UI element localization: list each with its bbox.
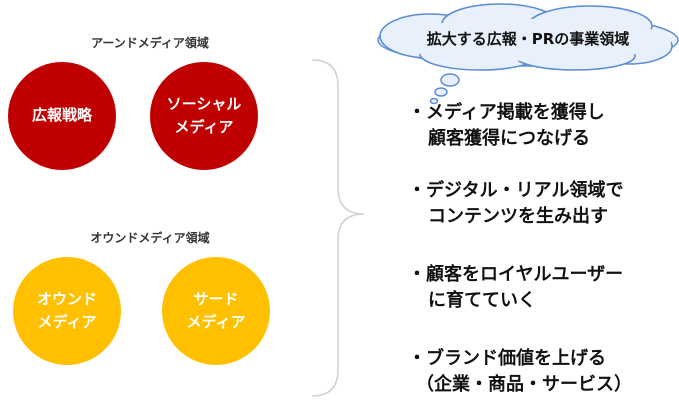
social-media-circle: ソーシャル メディア [150, 62, 258, 170]
bullet-item: ・デジタル・リアル領域で コンテンツを生み出す [408, 178, 623, 230]
pr-strategy-circle: 広報戦略 [8, 62, 116, 170]
curly-brace [311, 59, 365, 397]
third-media-circle: サード メディア [162, 257, 270, 365]
bullet-line1: ・ブランド価値を上げる [408, 348, 606, 369]
bullet-line2: に育てていく [428, 290, 536, 311]
bullet-item: ・メディア掲載を獲得し 顧客獲得につなげる [408, 100, 605, 152]
bullet-line1: ・デジタル・リアル領域で [408, 180, 624, 201]
bullet-line1: ・顧客をロイヤルユーザー [408, 264, 624, 285]
owned-media-label: オウンドメディア領域 [90, 231, 210, 245]
bullet-line1: ・メディア掲載を獲得し [408, 102, 605, 123]
cloud-shape [377, 3, 679, 105]
cloud-title: 拡大する広報・PRの事業領域 [426, 30, 630, 48]
owned-media-circle: オウンド メディア [13, 257, 121, 365]
bullet-line2: コンテンツを生み出す [428, 206, 608, 227]
bullet-line2: 顧客獲得につなげる [428, 128, 590, 149]
bullet-line2: （企業・商品・サービス） [416, 374, 632, 395]
bullet-item: ・顧客をロイヤルユーザー に育てていく [408, 262, 623, 314]
bullet-item: ・ブランド価値を上げる （企業・商品・サービス） [408, 346, 632, 398]
earned-media-label: アーンドメディア領域 [91, 36, 209, 50]
